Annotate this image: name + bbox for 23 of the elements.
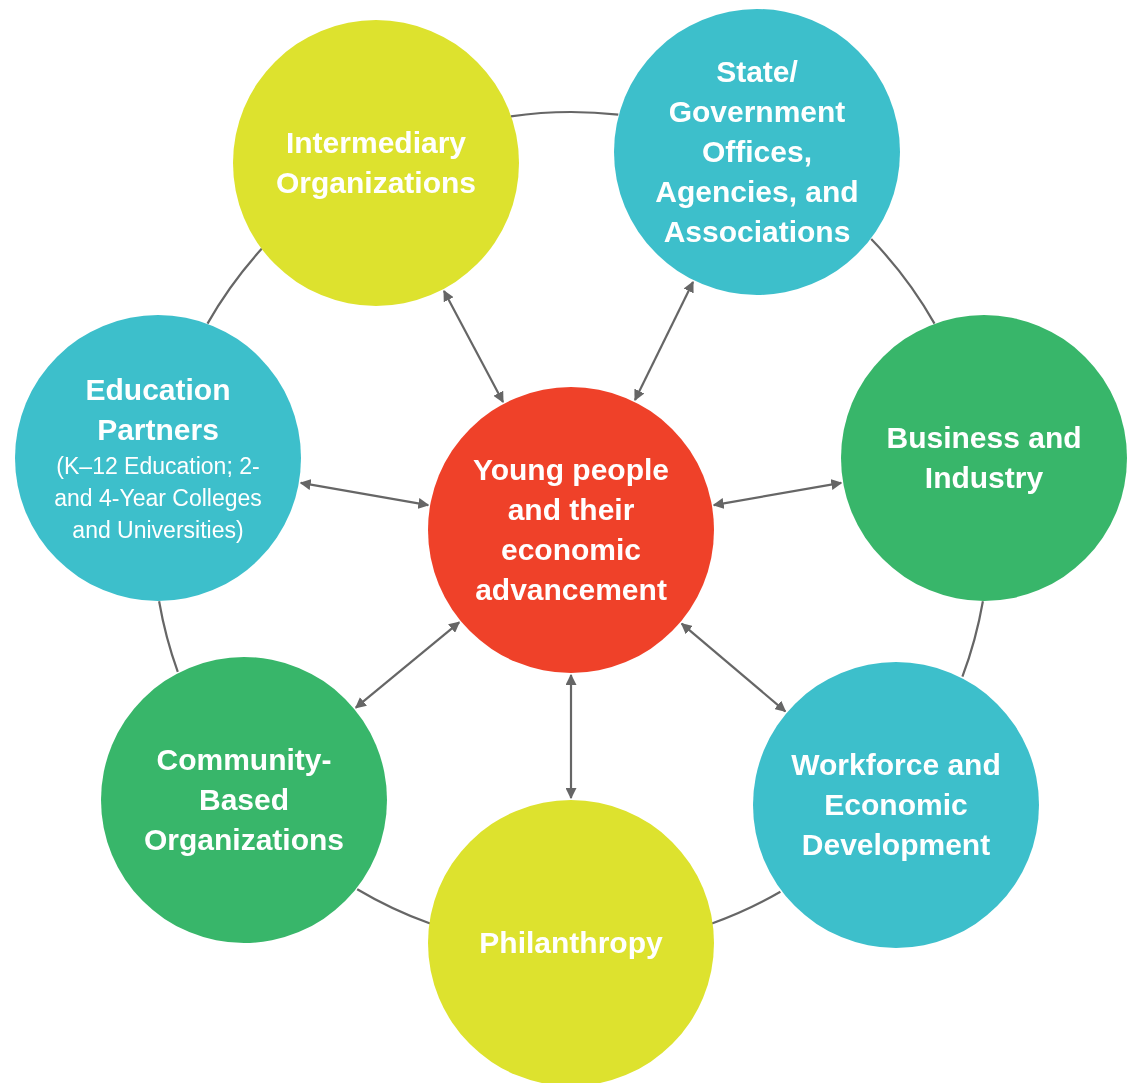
- node-label: Workforce and Economic Development: [790, 747, 1002, 863]
- node-label: Intermediary Organizations: [275, 125, 477, 201]
- connector-arc: [870, 238, 936, 325]
- double-arrow: [712, 479, 843, 509]
- node-label: Community- Based Organizations: [143, 742, 345, 858]
- connector-arc: [158, 601, 179, 673]
- node-description: (K–12 Education; 2- and 4-Year Colleges and Universities): [53, 452, 263, 545]
- connector-arc: [510, 111, 619, 118]
- double-arrow: [354, 621, 461, 709]
- node-label: State/ Government Offices, Agencies, and Associations: [654, 54, 860, 250]
- double-arrow: [443, 290, 504, 403]
- double-arrow: [565, 673, 577, 800]
- connector-arc: [206, 247, 263, 325]
- connector-arc: [961, 601, 984, 677]
- node-label: Philanthropy: [479, 925, 663, 961]
- connector-arc: [711, 890, 781, 925]
- double-arrow: [299, 479, 430, 509]
- connector-arc: [356, 888, 431, 925]
- node-label: Business and Industry: [885, 420, 1083, 496]
- double-arrow: [680, 622, 787, 713]
- double-arrow: [634, 281, 694, 401]
- node-label: Education Partners: [84, 372, 232, 448]
- node-label: Young people and their economic advancement: [471, 452, 671, 608]
